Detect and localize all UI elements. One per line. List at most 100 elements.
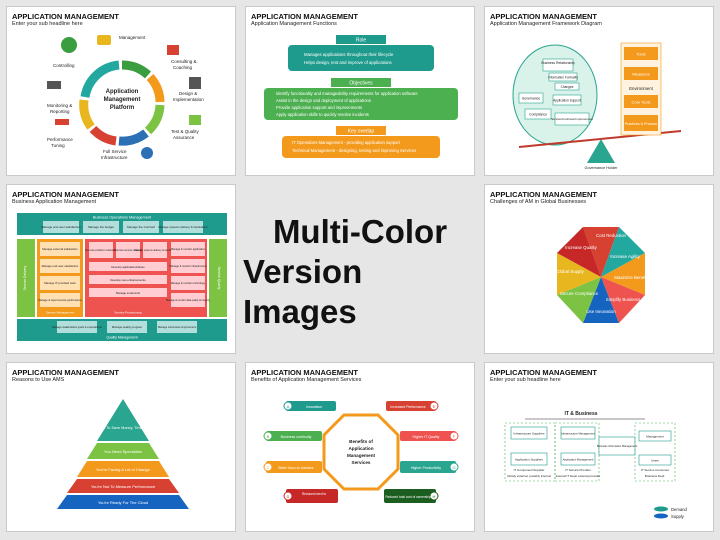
octagon-wedge: [583, 277, 619, 323]
slide-subtitle: Business Application Management: [12, 199, 97, 205]
functions-diagram: Role Manages applications throughout the…: [264, 35, 458, 158]
svg-text:G: G: [452, 465, 455, 470]
ring-segment: [79, 99, 95, 130]
svg-text:Business Information Managemen: Business Information Management: [597, 444, 637, 448]
label: Coaching: [173, 65, 193, 70]
svg-text:Business Dept.: Business Dept.: [645, 474, 665, 478]
slide-title: APPLICATION MANAGEMENT: [490, 368, 597, 377]
slide-2[interactable]: APPLICATION MANAGEMENT Application Manag…: [245, 6, 475, 176]
svg-text:Service Delivery: Service Delivery: [23, 265, 27, 290]
slide-title: APPLICATION MANAGEMENT: [251, 12, 358, 21]
svg-text:You're Ready For The Cloud: You're Ready For The Cloud: [98, 500, 148, 505]
label: Monitoring &: [47, 103, 72, 108]
label: Assurance: [173, 135, 195, 140]
svg-text:Better focus on business: Better focus on business: [279, 466, 314, 470]
objectives-box: [264, 88, 458, 120]
svg-text:IT & Business: IT & Business: [564, 411, 597, 417]
svg-text:Manage systems delivery & tran: Manage systems delivery & translations: [158, 225, 208, 229]
slide-6[interactable]: APPLICATION MANAGEMENT Reasons to Use AM…: [6, 362, 236, 532]
svg-text:Technical Management - designi: Technical Management - designing, testin…: [292, 148, 416, 153]
label: Controlling: [53, 63, 75, 68]
platform-text: Platform: [110, 105, 134, 111]
svg-text:You're Not To Measure Performa: You're Not To Measure Performance: [91, 484, 156, 489]
svg-text:B: B: [267, 434, 270, 439]
role-box: [288, 45, 434, 71]
svg-text:Information Formality: Information Formality: [548, 76, 578, 80]
slide-title: APPLICATION MANAGEMENT: [12, 12, 119, 21]
slide-subtitle: Enter your sub headline here: [12, 21, 83, 27]
challenges-octagon: Cost Reduction Increase Agility Maximize…: [556, 227, 648, 323]
ring-segment: [118, 129, 149, 146]
pyramid-level: [97, 399, 149, 441]
center-title: Multi-Color Version Images: [243, 188, 477, 356]
label: Tuning: [51, 143, 65, 148]
svg-text:Reduced need to: Reduced need to: [302, 492, 327, 496]
octagon-wedge: [601, 277, 645, 323]
overlap-box: [282, 136, 440, 158]
pyramid-level: [87, 443, 159, 459]
slide-8[interactable]: APPLICATION MANAGEMENT Enter your sub he…: [484, 362, 714, 532]
slide-1[interactable]: APPLICATION MANAGEMENT Enter your sub he…: [6, 6, 236, 176]
svg-text:IT Service Consumer: IT Service Consumer: [641, 468, 669, 472]
slide-4[interactable]: APPLICATION MANAGEMENT Business Applicat…: [6, 184, 236, 354]
svg-text:Execute problem resolution: Execute problem resolution: [85, 248, 117, 252]
svg-text:Infrastructure Management: Infrastructure Management: [561, 432, 595, 436]
slide-7[interactable]: APPLICATION MANAGEMENT Benefits of Appli…: [245, 362, 475, 532]
svg-text:Internal IT Dept/ external pro: Internal IT Dept/ external provider: [556, 474, 601, 478]
reasons-pyramid: You Want To Save Money, Time Or Both You…: [57, 399, 189, 509]
ring-segment: [80, 60, 120, 98]
platform-cycle: Application Management Platform Manageme…: [47, 35, 204, 160]
svg-text:Governance: Governance: [522, 97, 541, 101]
ring-segment: [144, 104, 165, 135]
svg-text:Reduced total cost of ownershi: Reduced total cost of ownership: [385, 495, 431, 499]
briefcase-icon: [97, 35, 111, 45]
svg-text:Increase Agility: Increase Agility: [610, 254, 640, 259]
svg-text:Business Operations Management: Business Operations Management: [93, 216, 152, 220]
octagon-wedge: [557, 253, 601, 295]
svg-text:Changes: Changes: [561, 85, 574, 89]
center-title-line: Multi-Color: [272, 213, 448, 250]
slide-subtitle: Challenges of AM in Global Businesses: [490, 199, 586, 205]
gear-icon: [141, 147, 153, 159]
slide-title: APPLICATION MANAGEMENT: [490, 190, 597, 199]
design-icon: [189, 77, 201, 89]
octagon-wedge: [557, 277, 601, 323]
coach-icon: [167, 45, 179, 55]
svg-text:Services: Services: [352, 460, 371, 465]
svg-text:C: C: [267, 465, 270, 470]
label: Reporting: [50, 109, 70, 114]
svg-text:Service Management: Service Management: [46, 311, 75, 315]
platform-text: Application: [106, 89, 139, 95]
platform-text: Management: [104, 97, 141, 103]
svg-text:Execute service request: Execute service request: [114, 248, 142, 252]
svg-text:E: E: [433, 404, 436, 409]
business-app-diagram: Business Operations Management Manage en…: [17, 213, 227, 341]
svg-text:Higher Productivity: Higher Productivity: [411, 466, 441, 470]
slide-3[interactable]: APPLICATION MANAGEMENT Application Manag…: [484, 6, 714, 176]
slide-5[interactable]: APPLICATION MANAGEMENT Challenges of AM …: [484, 184, 714, 354]
svg-text:Application Support: Application Support: [553, 99, 581, 103]
svg-text:Develop new enhancements: Develop new enhancements: [110, 278, 146, 282]
svg-text:Manage end-user satisfaction: Manage end-user satisfaction: [42, 264, 79, 268]
svg-text:Use Innovation: Use Innovation: [586, 309, 616, 314]
slide-subtitle: Benefits of Application Management Servi…: [251, 377, 362, 383]
overlap-header: [336, 126, 386, 135]
svg-text:Manage the budget: Manage the budget: [88, 225, 114, 229]
ring-segment: [121, 60, 152, 79]
svg-text:Business Relationship: Business Relationship: [541, 61, 574, 65]
svg-text:Helps design, test and improve: Helps design, test and improve of applic…: [304, 60, 392, 65]
svg-text:Manage small work: Manage small work: [116, 291, 141, 295]
svg-text:Compliance: Compliance: [529, 113, 547, 117]
wrench-icon: [55, 119, 69, 125]
svg-text:Manage & monitor application: Manage & monitor application: [171, 247, 206, 251]
svg-text:Supply: Supply: [671, 514, 685, 519]
svg-text:Quality Management: Quality Management: [106, 336, 137, 340]
svg-text:Practices & Process: Practices & Process: [625, 122, 657, 126]
svg-text:Increased Performance: Increased Performance: [390, 405, 425, 409]
svg-text:Key overlap: Key overlap: [348, 129, 375, 135]
balance-pivot: [587, 139, 615, 163]
svg-text:Role: Role: [356, 38, 367, 44]
svg-text:Manage & monitor technology: Manage & monitor technology: [171, 281, 206, 285]
svg-text:Manage end-user satisfaction: Manage end-user satisfaction: [41, 225, 81, 229]
slide-subtitle: Enter your sub headline here: [490, 377, 561, 383]
